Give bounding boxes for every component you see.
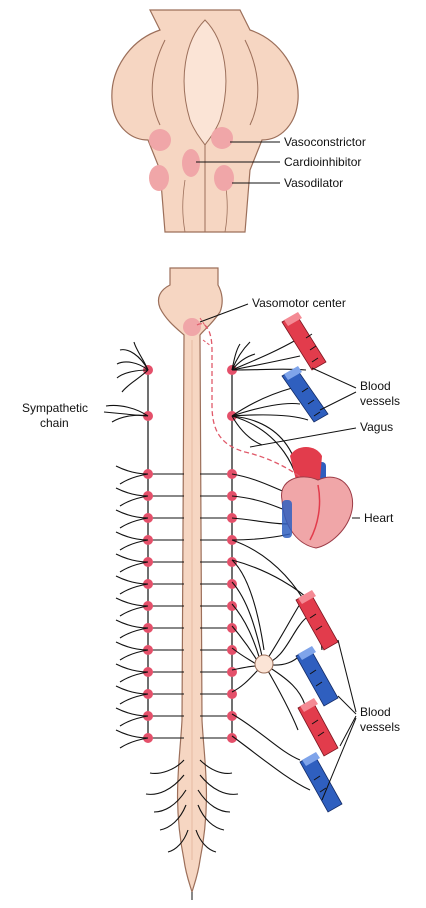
spinal-nerve-branch [115, 531, 149, 541]
label-cardioinhibitor: Cardioinhibitor [284, 155, 361, 169]
spinal-nerve-branch [119, 583, 149, 595]
spinal-nerve-branch [119, 627, 149, 639]
sympathetic-ganglion [227, 623, 237, 633]
spinal-nerve-branch [119, 693, 149, 705]
label-sympathetic-chain-2: chain [40, 416, 69, 430]
spinal-nerve-branch [119, 561, 149, 573]
vasomotor-center [183, 318, 201, 336]
spinal-nerve-branch [119, 517, 149, 529]
sympathetic-ganglion [227, 711, 237, 721]
spinal-nerve-branch [119, 649, 149, 661]
spinal-nerve-branch [115, 575, 149, 585]
label-blood-vessels-upper-1: Blood [360, 379, 391, 393]
label-vasodilator: Vasodilator [284, 176, 343, 190]
label-sympathetic-chain-1: Sympathetic [22, 401, 88, 415]
vagus-nerve [196, 323, 303, 479]
prevertebral-ganglion [254, 654, 274, 674]
spinal-cord [157, 267, 223, 900]
vasoconstrictor-center-right [211, 127, 233, 149]
leader-lines [103, 303, 360, 801]
spinal-nerve-branch [115, 685, 149, 695]
label-vagus: Vagus [360, 420, 393, 434]
label-vasoconstrictor: Vasoconstrictor [284, 135, 366, 149]
heart [281, 447, 354, 549]
spinal-nerve-branch [115, 553, 149, 563]
left-nerve-branches [115, 465, 149, 749]
upper-blood-vessels [281, 312, 329, 423]
spinal-nerve-branch [115, 487, 149, 497]
sympathetic-ganglion [227, 689, 237, 699]
sympathetic-chains [147, 370, 233, 740]
label-heart: Heart [364, 511, 394, 525]
spinal-nerve-branch [115, 597, 149, 607]
spinal-nerve-branch [115, 619, 149, 629]
sympathetic-ganglion [227, 601, 237, 611]
vasodilator-center-right [214, 165, 234, 191]
sympathetic-ganglion [227, 557, 237, 567]
lower-blood-vessels [295, 590, 343, 813]
brainstem-labels: Vasoconstrictor Cardioinhibitor Vasodila… [196, 135, 366, 190]
spinal-nerve-branch [119, 671, 149, 683]
spinal-nerve-branch [119, 539, 149, 551]
spinal-nerve-branch [119, 473, 149, 485]
spinal-nerve-branch [119, 605, 149, 617]
label-vasomotor-center: Vasomotor center [252, 296, 346, 310]
sympathetic-ganglion [227, 733, 237, 743]
spinal-nerve-branch [115, 465, 149, 475]
upper-left-fan [105, 341, 149, 423]
vasoconstrictor-center-left [149, 129, 171, 151]
sympathetic-ganglion [227, 579, 237, 589]
label-blood-vessels-lower-1: Blood [360, 705, 391, 719]
label-blood-vessels-upper-2: vessels [360, 394, 400, 408]
brainstem [111, 9, 299, 233]
spinal-nerve-branch [119, 715, 149, 727]
sympathetic-ganglion [227, 645, 237, 655]
label-blood-vessels-lower-2: vessels [360, 720, 400, 734]
cardioinhibitor-center [182, 149, 200, 177]
upper-right-fan [231, 341, 256, 371]
spinal-nerve-branch [115, 663, 149, 673]
lower-nerves [145, 759, 239, 853]
spinal-nerve-branch [115, 641, 149, 651]
vasodilator-center-left [149, 165, 169, 191]
nerves-to-heart [231, 473, 291, 541]
spinal-nerve-branch [119, 737, 149, 749]
vessel-twigs [301, 333, 327, 793]
spinal-nerve-branch [115, 707, 149, 717]
spinal-nerve-branch [115, 729, 149, 739]
spinal-nerve-branch [119, 495, 149, 507]
sympathetic-ganglion [227, 667, 237, 677]
spinal-nerve-branch [115, 509, 149, 519]
